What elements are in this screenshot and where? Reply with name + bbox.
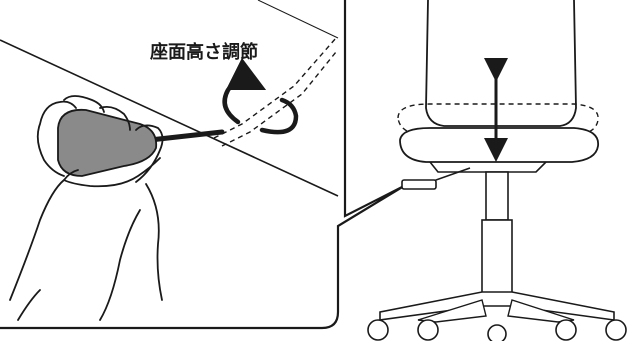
curved-rotate-arrow-icon [222,57,299,135]
hand-outline [9,95,164,301]
detail-callout-panel [0,0,405,330]
height-adjust-lever-icon [401,167,471,190]
chair-base-star [379,291,615,321]
seat-edge-line [257,0,339,39]
gas-cylinder-lower [481,219,513,295]
seat-mechanism [429,161,547,173]
office-chair-illustration [367,0,627,341]
caster-wheels [367,319,627,341]
seat-underside-line [0,39,339,197]
callout-border [0,0,405,330]
hand-illustration [9,95,164,321]
seat-cushion [399,127,599,163]
lever-dashed-path [213,37,337,139]
lever-knob [57,108,158,177]
callout-label: 座面高さ調節 [150,41,258,63]
gas-cylinder-upper [485,171,509,221]
wrist-outline [17,209,141,321]
chair-backrest [425,0,577,127]
lever-dashed-path-outline [221,51,337,147]
